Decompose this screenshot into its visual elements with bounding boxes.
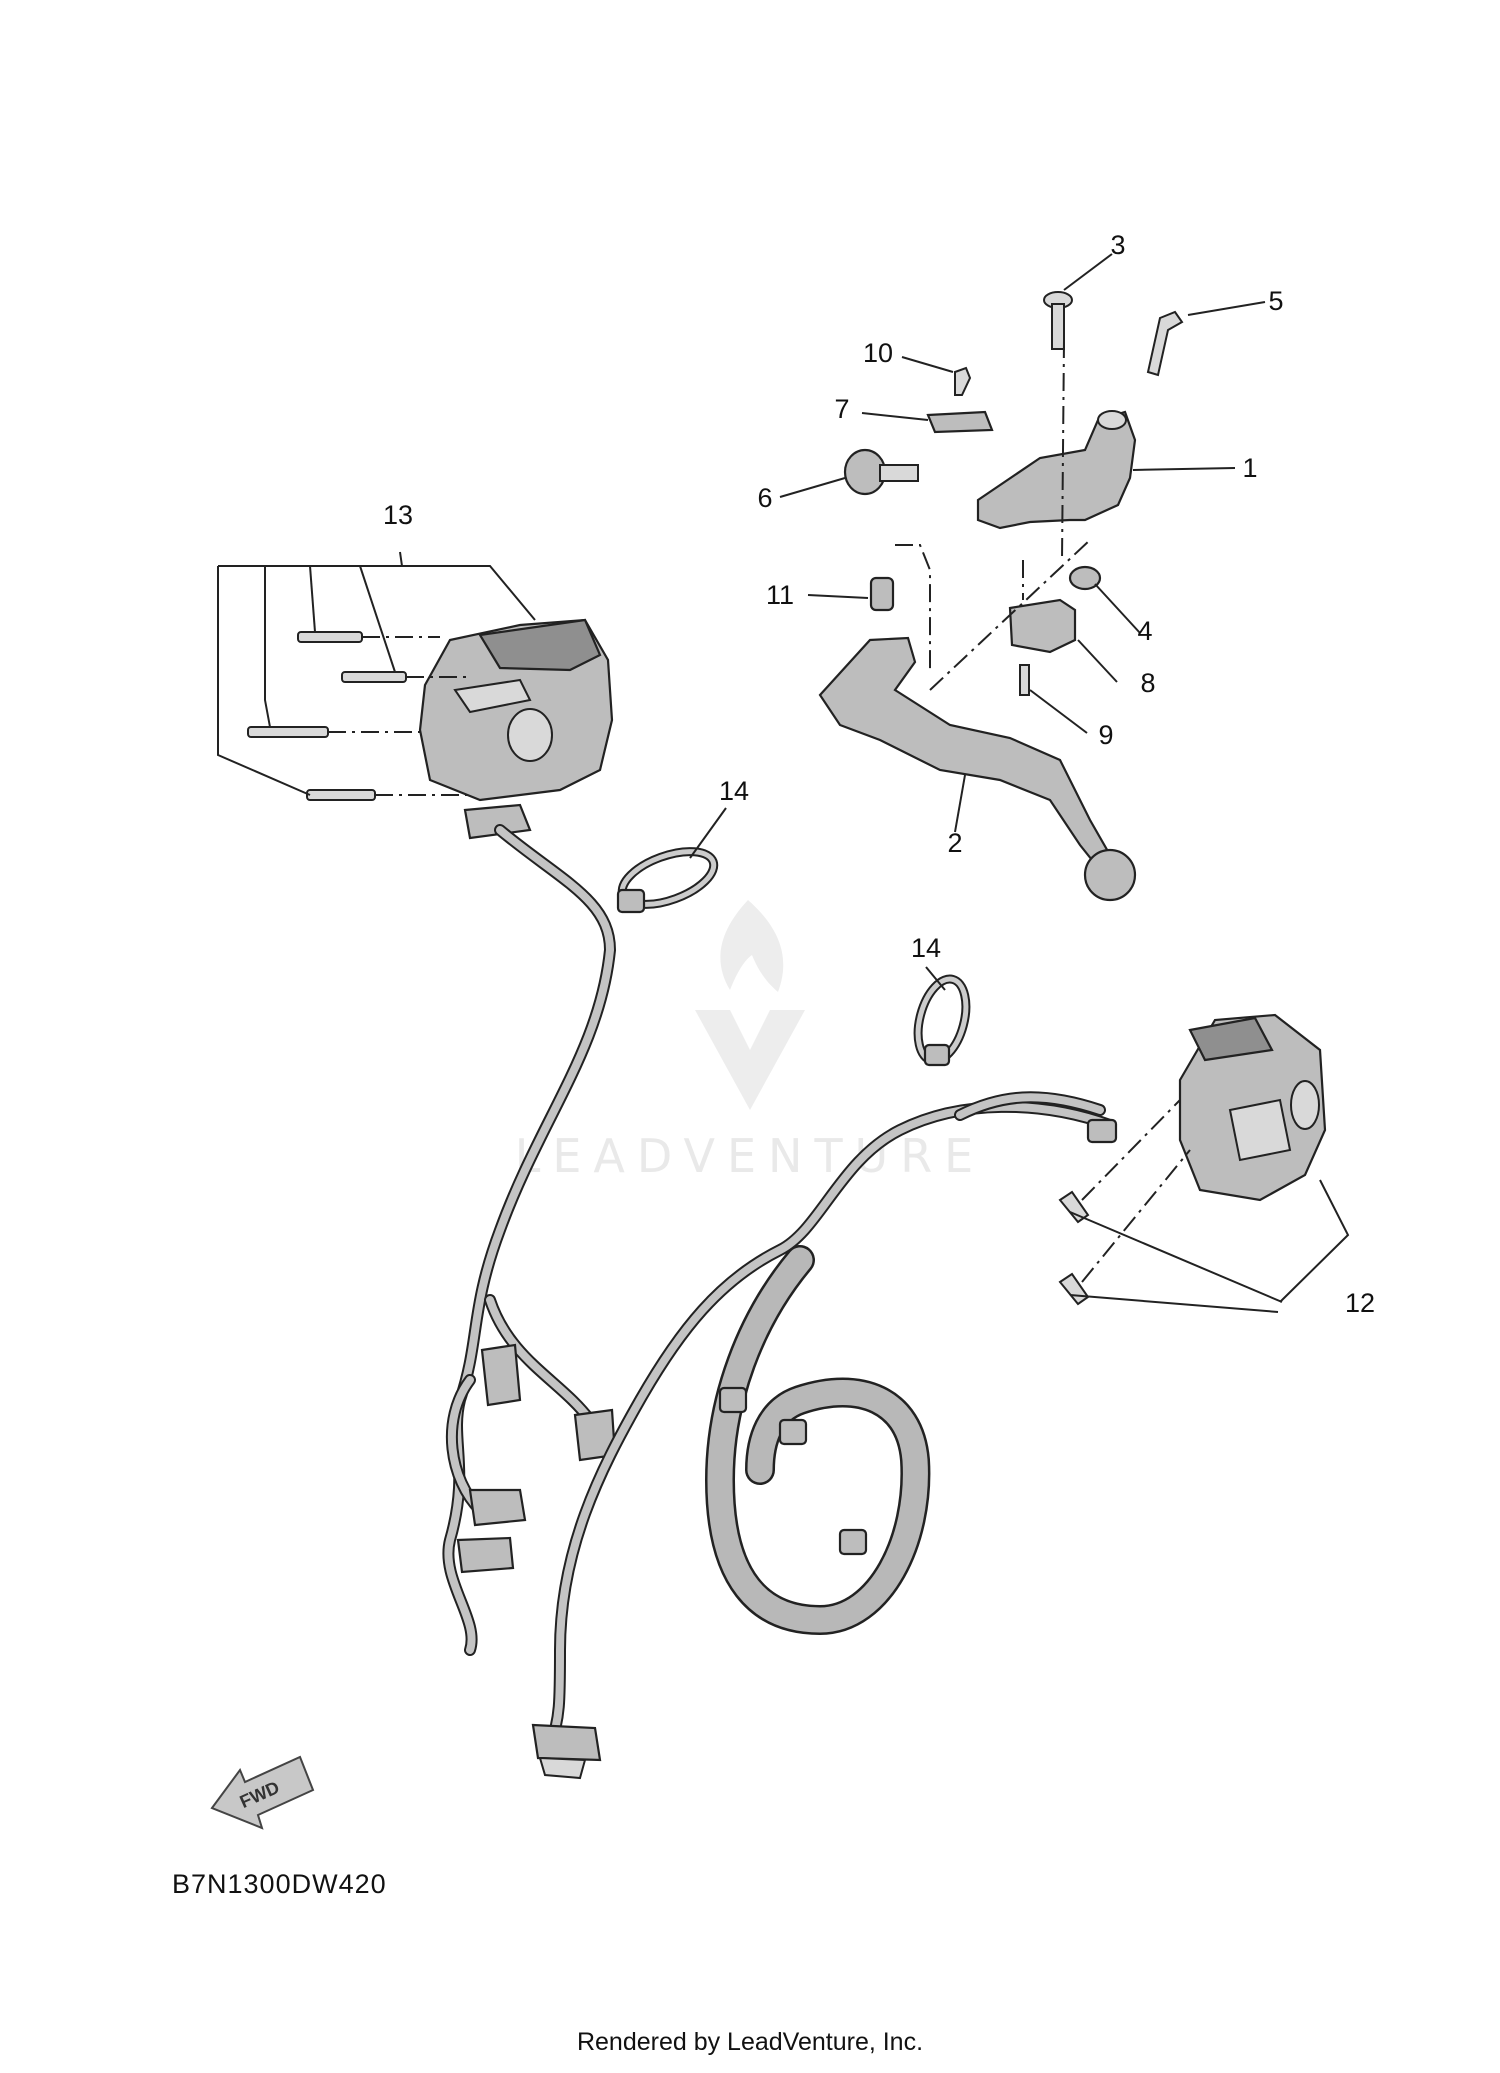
- lever-ball-end: [1083, 848, 1137, 902]
- right-handlebar-switch: [1058, 1013, 1327, 1306]
- callout-6: 6: [757, 483, 772, 513]
- watermark-text: LEADVENTURE: [515, 1129, 986, 1183]
- callout-2: 2: [947, 828, 962, 858]
- lever-2: [818, 636, 1112, 872]
- fwd-arrow-icon: FWD: [210, 1755, 315, 1830]
- right-wire-harness: [531, 1091, 1118, 1780]
- callout-14-right: 14: [911, 933, 941, 963]
- callout-8: 8: [1140, 668, 1155, 698]
- screw-13b: [341, 671, 407, 683]
- screw-10: [954, 366, 972, 396]
- footer-credit: Rendered by LeadVenture, Inc.: [576, 2028, 924, 2056]
- watermark-logo: LEADVENTURE: [515, 900, 986, 1183]
- screw-13c: [247, 726, 329, 738]
- callout-4: 4: [1137, 616, 1152, 646]
- damper-8: [1008, 598, 1077, 654]
- callout-7: 7: [834, 394, 849, 424]
- callout-11: 11: [766, 580, 794, 610]
- lever-holder: [976, 410, 1137, 530]
- callout-10: 10: [863, 338, 893, 368]
- callout-9: 9: [1098, 720, 1113, 750]
- screw-12a: [1058, 1190, 1090, 1224]
- screw-13d: [306, 789, 376, 801]
- callout-5: 5: [1268, 286, 1283, 316]
- screw-13a: [297, 631, 363, 643]
- diagram-code: B7N1300DW420: [172, 1869, 387, 1899]
- lever-holder-assembly: [818, 291, 1184, 902]
- left-wire-harness: [442, 824, 617, 1656]
- callout-3: 3: [1110, 230, 1125, 260]
- cable-clamp-14-right: [913, 974, 971, 1067]
- clip-7: [926, 410, 994, 434]
- left-handlebar-switch: [247, 618, 614, 840]
- callout-12: 12: [1345, 1288, 1375, 1318]
- screw-9: [1019, 664, 1030, 696]
- nut-4: [1068, 565, 1102, 591]
- callout-13: 13: [383, 500, 413, 530]
- bolt-5: [1146, 310, 1184, 377]
- bushing-11: [869, 576, 895, 612]
- callout-14-left: 14: [719, 776, 749, 806]
- callout-1: 1: [1242, 453, 1257, 483]
- cable-clamp-14-left: [616, 847, 719, 914]
